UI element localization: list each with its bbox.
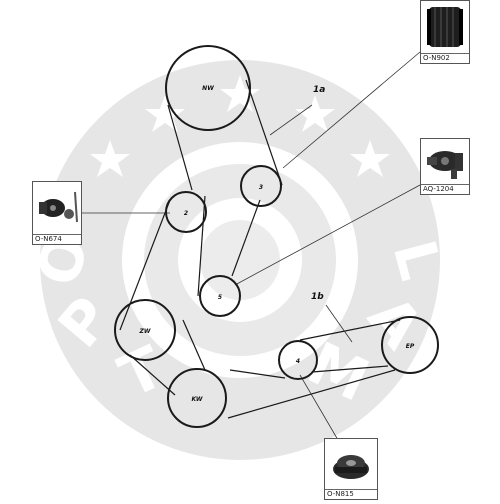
part-thumb-o-n815[interactable]: O-N815 (324, 438, 378, 500)
belt-1a-segment (231, 199, 261, 277)
part-thumb-o-n674[interactable]: O-N674 (32, 181, 82, 245)
belt-label-1a: 1a (313, 85, 325, 95)
belt-1a-segment (245, 79, 283, 186)
part-number-o-n902: O-N902 (421, 53, 469, 63)
part-thumb-aq-1204[interactable]: AQ-1204 (420, 138, 470, 195)
pulley-label-2: 2 (184, 210, 188, 217)
part-thumb-o-n902[interactable]: O-N902 (420, 0, 470, 64)
pulley-5 (199, 275, 241, 317)
optimal-logo-watermark: O P T M A L (23, 60, 455, 460)
leader-1a (269, 104, 313, 136)
part-number-o-n674: O-N674 (33, 234, 81, 244)
pulley-4 (278, 340, 318, 380)
part-number-o-n815: O-N815 (325, 489, 377, 499)
belt-1a-segment (182, 319, 206, 371)
pulley-nw (165, 45, 251, 131)
leader-o-n815 (299, 374, 339, 441)
leader-lines (80, 51, 421, 441)
water-pump-icon (427, 151, 463, 179)
leader-aq-1204 (234, 184, 421, 286)
pulley-kw (167, 368, 227, 428)
belt-1a-segment (129, 354, 176, 396)
pulley-label-5: 5 (218, 294, 222, 301)
pulley-label-3: 3 (259, 184, 263, 191)
belt-1b-segment (299, 319, 401, 341)
pulleys (114, 45, 439, 428)
tensioner-icon (39, 191, 78, 223)
pulley-2 (165, 191, 207, 233)
pulley-label-nw: NW (202, 85, 214, 92)
belt-1b-segment (229, 369, 286, 379)
pulley-label-zw: ZW (139, 328, 151, 335)
pulley-label-ep: EP (406, 343, 415, 350)
pulley-label-4: 4 (296, 358, 300, 365)
belt-1a-segment (167, 104, 193, 191)
belt-label-1b: 1b (311, 292, 324, 302)
belt-1a-segment (119, 199, 171, 331)
idler-pulley-icon (333, 455, 369, 479)
gear-pulley-icon (427, 7, 463, 47)
watermark-stars (90, 75, 390, 177)
part-number-aq-1204: AQ-1204 (421, 184, 469, 194)
belt-1a-segment (197, 195, 206, 297)
pulley-zw (114, 299, 176, 361)
pulley-3 (240, 165, 282, 207)
belt-1b-segment (311, 365, 389, 373)
leader-o-n902 (282, 51, 421, 169)
pulley-label-kw: KW (191, 396, 202, 403)
leader-1b (325, 304, 353, 343)
pulley-ep (381, 316, 439, 374)
